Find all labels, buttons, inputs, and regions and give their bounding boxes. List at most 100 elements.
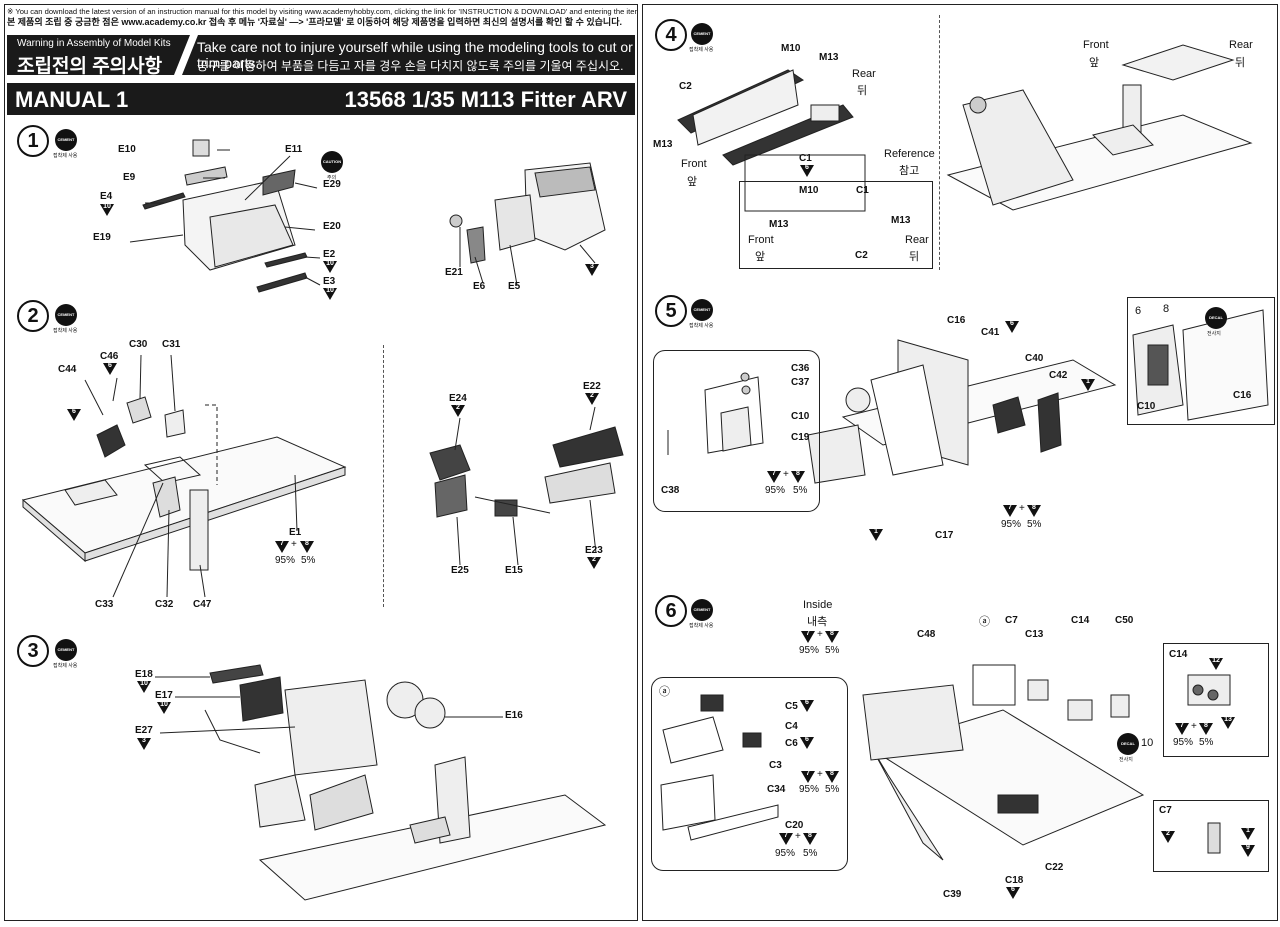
paint-number: 3: [590, 263, 594, 270]
step5-drawing: [807, 339, 1117, 484]
paint-number: 10: [326, 287, 334, 294]
caution-text-en: Take care not to injure yourself while u…: [197, 39, 633, 71]
hull-floor-drawing: [21, 354, 347, 598]
part-m13: M13: [819, 52, 839, 63]
paint-number: 2: [456, 404, 460, 411]
manual-title-bar: MANUAL 1 13568 1/35 M113 Fitter ARV: [7, 83, 635, 115]
part-c17: C17: [935, 530, 954, 541]
paint-triangle: [103, 363, 117, 375]
paint-number: 3: [142, 737, 146, 744]
paint-triangle: [1006, 887, 1020, 899]
step-3-number: 3: [17, 635, 49, 667]
paint-triangle: [803, 833, 817, 845]
decal-number-8: 8: [1163, 303, 1170, 315]
paint-number: 1: [1246, 827, 1250, 834]
part-e24: E24: [449, 393, 467, 404]
step4-divider: [939, 15, 940, 270]
caution-icon: CAUTION: [321, 151, 343, 173]
paint-ratio-95: 95%: [1001, 519, 1022, 530]
part-c3: C3: [769, 760, 782, 771]
paint-number: 7: [280, 540, 284, 547]
paint-triangle: [1199, 723, 1213, 735]
c14-detail-box: [1163, 643, 1269, 757]
paint-number: 10: [103, 203, 111, 210]
reference-label-en: Reference: [884, 148, 935, 160]
paint-number: 10: [140, 680, 148, 687]
ref-rear-ko: 뒤: [909, 251, 920, 263]
step-1-number: 1: [17, 125, 49, 157]
engine-right-drawing: [449, 162, 606, 286]
part-c34: C34: [767, 784, 786, 795]
part-e2: E2: [323, 249, 336, 260]
paint-triangle: [767, 471, 781, 483]
part-e29: E29: [323, 179, 341, 190]
part-c36: C36: [791, 363, 810, 374]
step5-detail-box: [653, 350, 820, 512]
part-c41: C41: [981, 327, 1000, 338]
part-c22: C22: [1045, 862, 1064, 873]
cement-label: 접착제 사용: [689, 323, 714, 329]
reference-label-ko: 참고: [899, 165, 920, 177]
inside-label-ko: 내측: [807, 616, 828, 628]
paint-triangle: [800, 700, 814, 712]
part-c1: C1: [799, 153, 812, 164]
rear-label-ko: 뒤: [857, 85, 868, 97]
paint-ratio-95: 95%: [799, 645, 820, 656]
part-c37: C37: [791, 377, 810, 388]
paint-number: 7: [784, 832, 788, 839]
paint-triangle: [1209, 658, 1223, 670]
reference-box: [739, 181, 933, 269]
part-e1: E1: [289, 527, 302, 538]
cement-icon: CEMENT: [691, 299, 713, 321]
right-front-en: Front: [1083, 39, 1109, 51]
paint-number: 6: [805, 699, 809, 706]
paint-ratio-95: 95%: [1173, 737, 1194, 748]
right-front-ko: 앞: [1089, 57, 1100, 69]
step-4-number: 4: [655, 19, 687, 51]
ref-part-c1: C1: [856, 185, 869, 196]
cement-icon: CEMENT: [691, 599, 713, 621]
sub-box-marker: ⓐ: [659, 686, 670, 698]
paint-triangle: [801, 771, 815, 783]
ref-rear-en: Rear: [905, 234, 929, 246]
cement-label: 접착제 사용: [53, 153, 78, 159]
paint-triangle: [137, 681, 151, 693]
caution-text-ko: 공구를 이용하여 부품을 다듬고 자를 경우 손을 다치지 않도록 주의를 기울…: [197, 59, 624, 73]
step6-hull-drawing: [862, 664, 1145, 861]
paint-triangle: [1161, 831, 1175, 843]
paint-number: 6: [805, 164, 809, 171]
part-c38: C38: [661, 485, 680, 496]
paint-triangle: [801, 631, 815, 643]
paint-triangle: [825, 771, 839, 783]
part-c18: C18: [1005, 875, 1024, 886]
step6-sub-assembly-box: [651, 677, 848, 871]
step5-decal-box: [1127, 297, 1275, 425]
paint-plus: +: [1191, 721, 1197, 732]
part-c44: C44: [58, 364, 77, 375]
paint-triangle: [585, 393, 599, 405]
paint-triangle: [779, 833, 793, 845]
paint-triangle: [1175, 723, 1189, 735]
ref-part-m13-left: M13: [769, 219, 789, 230]
part-c46: C46: [100, 351, 119, 362]
paint-ratio-95: 95%: [275, 555, 296, 566]
paint-triangle: [1241, 828, 1255, 840]
ref-part-m13-right: M13: [891, 215, 911, 226]
paint-number: 7: [1180, 722, 1184, 729]
part-m13-left: M13: [653, 139, 673, 150]
part-c30: C30: [129, 339, 148, 350]
part-e4: E4: [100, 191, 113, 202]
download-notice: ※ You can download the latest version of…: [7, 7, 637, 27]
step-5-number: 5: [655, 295, 687, 327]
paint-triangle: [1221, 717, 1235, 729]
paint-plus: +: [783, 469, 789, 480]
part-e3: E3: [323, 276, 336, 287]
warning-title-en: Warning in Assembly of Model Kits: [17, 38, 171, 49]
paint-number: 1: [874, 528, 878, 535]
step6-c7-drawing: [1207, 822, 1221, 854]
decal-icon: DECAL: [1205, 307, 1227, 329]
part-c50: C50: [1115, 615, 1134, 626]
part-e27: E27: [135, 725, 153, 736]
paint-number: 8: [305, 540, 309, 547]
part-m10: M10: [781, 43, 801, 54]
